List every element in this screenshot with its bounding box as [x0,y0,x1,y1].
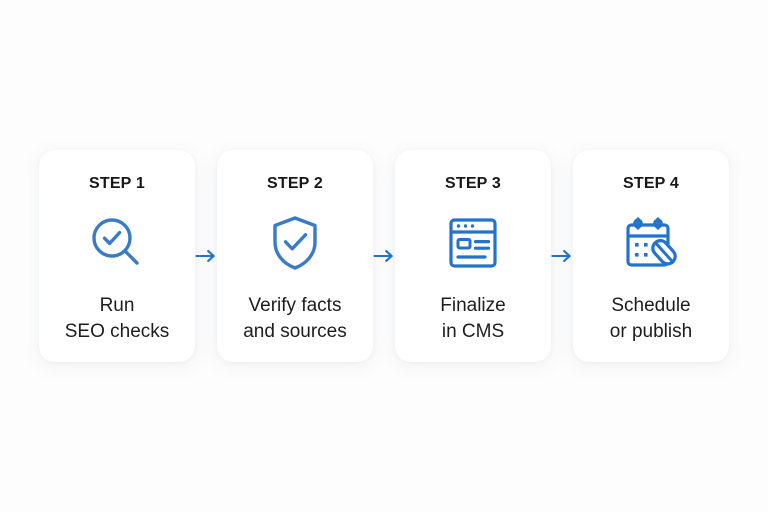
steps-row: STEP 1 Run SEO checks STEP 2 [39,150,729,362]
step-title-3: STEP 3 [444,175,502,192]
connector-2 [373,150,395,362]
arrow-right-icon [551,249,571,263]
arrow-right-icon [195,249,215,263]
arrow-right-icon [373,249,393,263]
step-title-2: STEP 2 [266,175,324,192]
calendar-pencil-icon [620,212,682,274]
connector-1 [195,150,217,362]
step-title-4: STEP 4 [622,175,680,192]
magnifier-check-icon [86,212,148,274]
step-label-4: Schedule or publish [609,295,693,342]
step-label-2: Verify facts and sources [243,295,347,342]
cms-window-icon [442,212,504,274]
shield-check-icon [264,212,326,274]
step-card-3[interactable]: STEP 3 Finalize in CMS [395,150,551,362]
step-title-1: STEP 1 [88,175,146,192]
step-label-1: Run SEO checks [64,295,170,342]
connector-3 [551,150,573,362]
step-card-2[interactable]: STEP 2 Verify facts and sources [217,150,373,362]
step-card-1[interactable]: STEP 1 Run SEO checks [39,150,195,362]
step-label-3: Finalize in CMS [440,295,506,342]
step-card-4[interactable]: STEP 4 [573,150,729,362]
